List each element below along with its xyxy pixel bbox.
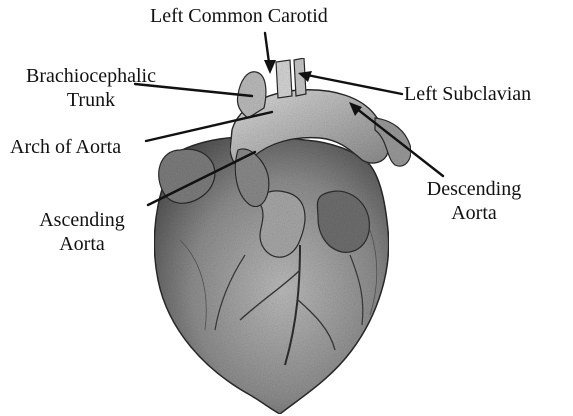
- label-descending-aorta: Descending Aorta: [414, 177, 534, 225]
- arrowhead-left-common-carotid: [264, 60, 276, 74]
- label-arch-of-aorta-text: Arch of Aorta: [10, 135, 121, 159]
- label-brachiocephalic-line-1: Brachiocephalic: [6, 64, 176, 88]
- label-left-common-carotid: Left Common Carotid: [150, 4, 328, 28]
- label-brachiocephalic-trunk: Brachiocephalic Trunk: [6, 64, 176, 112]
- label-left-common-carotid-text: Left Common Carotid: [150, 4, 328, 28]
- label-left-subclavian: Left Subclavian: [404, 82, 531, 106]
- label-ascending-line-1: Ascending: [20, 208, 144, 232]
- label-brachiocephalic-line-2: Trunk: [6, 88, 176, 112]
- label-descending-line-1: Descending: [414, 177, 534, 201]
- heart-body: [154, 137, 388, 414]
- label-left-subclavian-text: Left Subclavian: [404, 82, 531, 106]
- label-ascending-line-2: Aorta: [20, 232, 144, 256]
- label-arch-of-aorta: Arch of Aorta: [10, 135, 121, 159]
- label-ascending-aorta: Ascending Aorta: [20, 208, 144, 256]
- label-descending-line-2: Aorta: [414, 201, 534, 225]
